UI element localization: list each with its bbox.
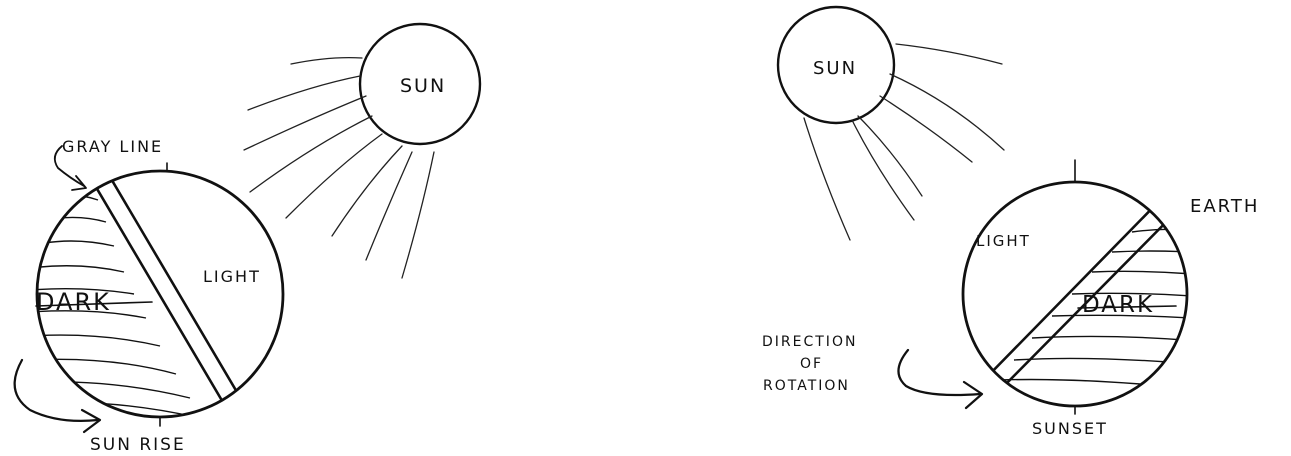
sun-label-right: SUN bbox=[813, 58, 857, 79]
gray-line-label: GRAY LINE bbox=[62, 137, 163, 156]
light-label-right: LIGHT bbox=[976, 232, 1031, 250]
sunset-diagram: SUN bbox=[762, 7, 1259, 438]
earth-sunrise: DARK LIGHT bbox=[0, 0, 283, 456]
light-label-left: LIGHT bbox=[203, 267, 261, 286]
rotation-arrow-right bbox=[898, 350, 980, 395]
sunset-label: SUNSET bbox=[1032, 419, 1108, 438]
sun-label-left: SUN bbox=[400, 75, 446, 97]
sunrise-diagram: SUN bbox=[0, 0, 480, 456]
earth-sunset: LIGHT DARK bbox=[963, 160, 1192, 414]
sunrise-label: SUN RISE bbox=[90, 435, 186, 455]
rotation-label-line3: ROTATION bbox=[763, 378, 850, 394]
rotation-label-line2: OF bbox=[800, 356, 823, 372]
rotation-label-line1: DIRECTION bbox=[762, 334, 857, 350]
dark-label-right: DARK bbox=[1082, 292, 1154, 318]
dark-label-left: DARK bbox=[36, 288, 111, 316]
earth-label: EARTH bbox=[1190, 196, 1259, 217]
